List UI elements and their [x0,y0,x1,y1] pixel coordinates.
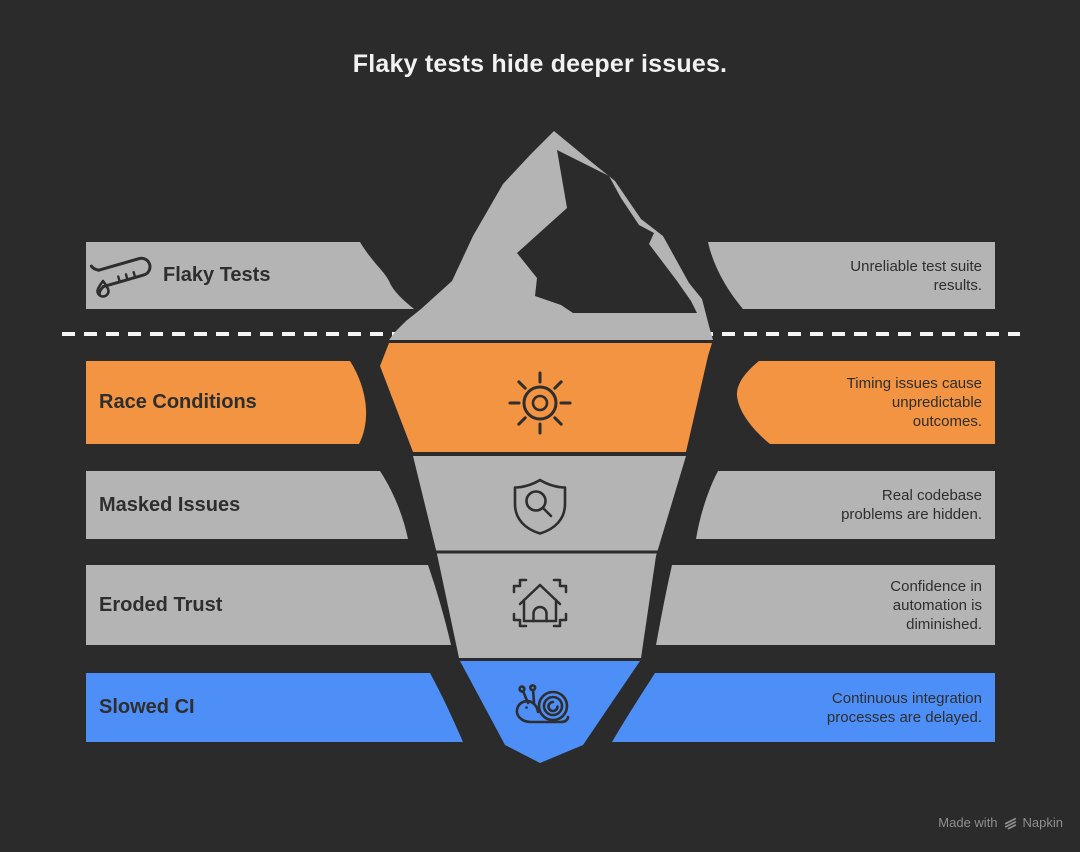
page-title: Flaky tests hide deeper issues. [352,50,728,78]
desc-eroded-trust: Confidence in automation is diminished. [890,577,982,633]
row-label-text: Masked Issues [99,493,241,516]
row-race-conditions: Race Conditions [86,361,356,444]
desc-masked-issues: Real codebase problems are hidden. [841,487,982,523]
masked-issues-right-bar [696,471,995,539]
desc-flaky-tests: Unreliable test suite results. [850,257,982,294]
race-conditions-left-bar [86,361,367,444]
row-label-text: Flaky Tests [163,264,271,286]
test-tube-icon-slot [103,252,151,300]
sun-icon [508,371,572,435]
flaky-tests-right-bar [708,242,995,309]
eroded-trust-left-bar [86,565,451,645]
made-with-text: Made with [938,815,998,830]
row-flaky-tests: Flaky Tests [86,242,416,309]
iceberg-masked-eroded-section [413,456,686,658]
desc-race-conditions: Timing issues cause unpredictable outcom… [846,375,982,430]
iceberg-slowed-ci-section [460,661,640,763]
flaky-tests-left-bar [86,242,414,309]
masked-issues-left-bar [86,471,408,539]
test-tube-icon [89,256,152,298]
iceberg-peak-shadow [517,150,697,313]
row-eroded-trust: Eroded Trust [86,565,356,645]
row-label-text: Eroded Trust [99,593,223,616]
race-conditions-right-bar [736,361,995,444]
snail-icon [515,684,570,724]
brand-text: Napkin [1022,815,1063,830]
shield-search-icon [513,478,567,535]
house-scan-icon [512,578,568,628]
row-masked-issues: Masked Issues [86,471,356,539]
napkin-logo-icon [1004,817,1016,830]
row-label-text: Slowed CI [99,696,195,718]
desc-slowed-ci: Continuous integration processes are del… [826,689,982,726]
slowed-ci-left-bar [86,673,463,742]
eroded-trust-right-bar [656,565,995,645]
row-slowed-ci: Slowed CI [86,673,356,742]
slowed-ci-right-bar [612,673,995,742]
footer-credit: Made with Napkin [938,815,1063,830]
row-label-text: Race Conditions [99,391,257,413]
